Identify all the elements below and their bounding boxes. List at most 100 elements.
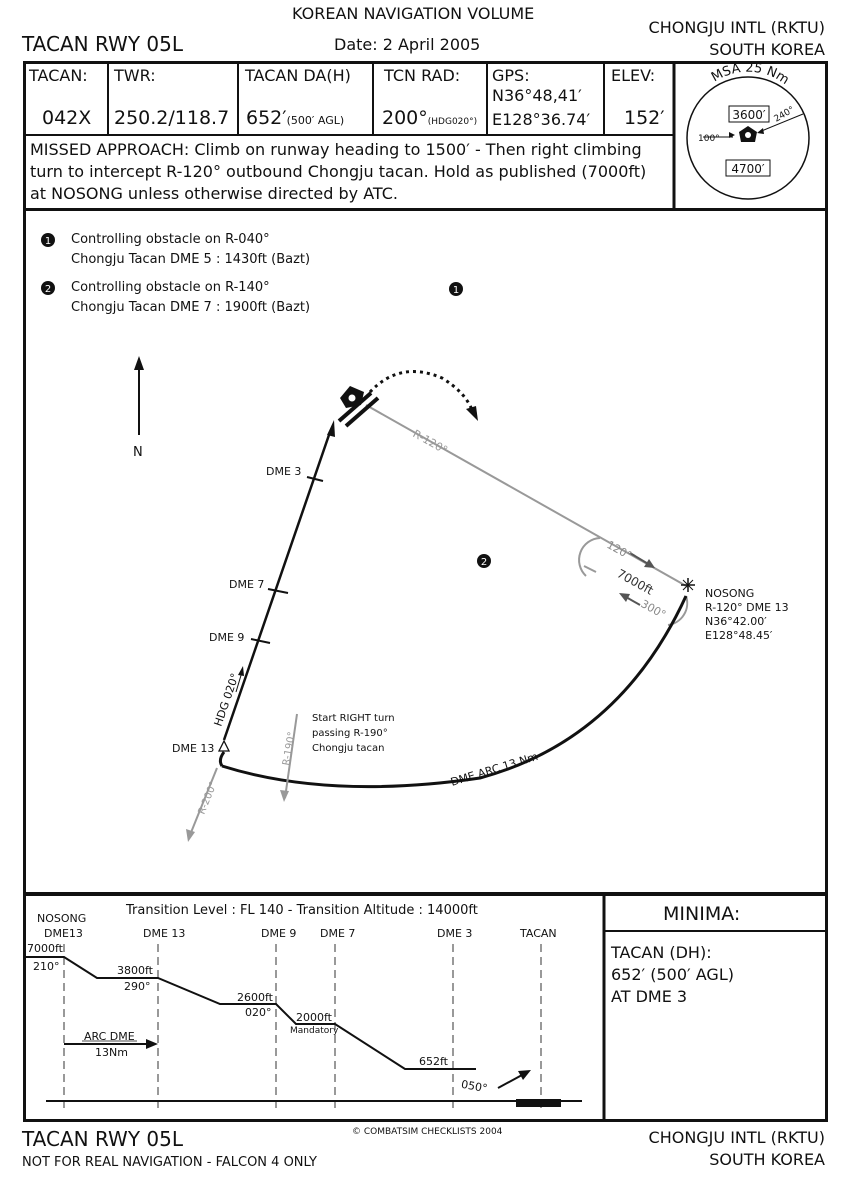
profile-arc-label: ARC DME xyxy=(84,1030,135,1043)
chart-date: Date: 2 April 2005 xyxy=(334,35,481,54)
dme-13-label: DME 13 xyxy=(172,742,214,755)
profile-mandatory: Mandatory xyxy=(290,1026,339,1036)
profile-arc-dist: 13Nm xyxy=(95,1046,128,1059)
footer-airport: CHONGJU INTL (RKTU) xyxy=(648,1128,825,1147)
obstacle-1-line-1: Controlling obstacle on R-040° xyxy=(71,232,270,247)
profile-fix-dme9: DME 9 xyxy=(261,927,297,940)
airport-runway-icon xyxy=(337,391,380,428)
footer-disclaimer: NOT FOR REAL NAVIGATION - FALCON 4 ONLY xyxy=(22,1155,317,1170)
turn-note-1: Start RIGHT turn xyxy=(312,713,395,724)
profile-fix-tacan: TACAN xyxy=(520,927,557,940)
rad-sub: (HDG020°) xyxy=(427,117,478,127)
svg-text:1: 1 xyxy=(45,236,51,247)
obstacle-2-line-2: Chongju Tacan DME 7 : 1900ft (Bazt) xyxy=(71,300,311,315)
nosong-radial: R-120° DME 13 xyxy=(705,601,789,614)
svg-text:2: 2 xyxy=(481,557,487,568)
radial-200-line xyxy=(189,767,218,836)
profile-crs-210: 210° xyxy=(33,960,60,973)
profile-crs-290: 290° xyxy=(124,980,151,993)
profile-fix-dme7: DME 7 xyxy=(320,927,356,940)
missed-approach-line-1: MISSED APPROACH: Climb on runway heading… xyxy=(30,140,642,159)
msa-bearing-left: 100° xyxy=(698,134,720,144)
profile-alt-3800: 3800ft xyxy=(117,964,153,977)
radial-190-line xyxy=(284,713,298,799)
transition-info: Transition Level : FL 140 - Transition A… xyxy=(126,903,478,918)
minima-title: MINIMA: xyxy=(663,903,741,925)
da-value: 652′ xyxy=(246,107,287,129)
minima-line-1: TACAN (DH): xyxy=(611,943,712,962)
missed-approach-arrow-icon xyxy=(466,406,478,421)
procedure-title: TACAN RWY 05L xyxy=(22,32,183,56)
obstacle-marker-2-icon: 2 xyxy=(41,281,55,295)
footer-copyright: © COMBATSIM CHECKLISTS 2004 xyxy=(352,1127,503,1137)
runway-bar-icon xyxy=(516,1099,561,1107)
minima-line-3: AT DME 3 xyxy=(611,987,688,1006)
country-name: SOUTH KOREA xyxy=(709,40,825,59)
tacan-label: TACAN: xyxy=(29,66,88,85)
north-label: N xyxy=(133,445,143,460)
profile-fix-dme13a: DME13 xyxy=(44,927,83,940)
obstacle-1-line-2: Chongju Tacan DME 5 : 1430ft (Bazt) xyxy=(71,252,311,267)
rad-value-group: 200°(HDG020°) xyxy=(382,107,477,129)
profile-drawing xyxy=(26,893,826,1120)
svg-text:2: 2 xyxy=(45,284,51,295)
descent-profile xyxy=(26,956,476,1070)
twr-label: TWR: xyxy=(114,66,156,85)
profile-alt-2600: 2600ft xyxy=(237,991,273,1004)
final-course-arrow-icon xyxy=(327,420,335,437)
dme-7-label: DME 7 xyxy=(229,578,264,591)
obstacle-2-map-icon: 2 xyxy=(477,554,491,568)
dme-arc-path xyxy=(221,595,688,789)
profile-box xyxy=(23,892,828,1122)
missed-approach-line-2: turn to intercept R-120° outbound Chongj… xyxy=(30,162,647,181)
dme-3-label: DME 3 xyxy=(266,465,301,478)
nosong-fix-icon xyxy=(681,578,695,592)
msa-alt-south: 4700′ xyxy=(731,162,765,176)
gps-label: GPS: xyxy=(492,66,530,85)
volume-title: KOREAN NAVIGATION VOLUME xyxy=(292,4,535,23)
twr-frequency: 250.2/118.7 xyxy=(114,107,230,129)
minima-line-2: 652′ (500′ AGL) xyxy=(611,965,734,984)
dme-9-label: DME 9 xyxy=(209,631,244,644)
da-sub: (500′ AGL) xyxy=(286,114,345,127)
turn-note-3: Chongju tacan xyxy=(312,743,384,754)
arc-dme-arrow-icon xyxy=(146,1039,158,1049)
obstacle-1-map-icon: 1 xyxy=(449,282,463,296)
rad-value: 200° xyxy=(382,107,428,129)
airport-name: CHONGJU INTL (RKTU) xyxy=(648,18,825,37)
profile-fix-nosong: NOSONG xyxy=(37,912,87,925)
profile-alt-7000: 7000ft xyxy=(27,942,63,955)
elev-label: ELEV: xyxy=(611,66,656,85)
da-value-group: 652′(500′ AGL) xyxy=(246,107,344,129)
missed-approach-path xyxy=(368,370,474,411)
gps-longitude: E128°36.74′ xyxy=(492,110,591,129)
nosong-name: NOSONG xyxy=(705,587,754,600)
info-grid xyxy=(24,62,676,210)
footer-procedure: TACAN RWY 05L xyxy=(22,1127,183,1151)
rad-label: TCN RAD: xyxy=(384,66,461,85)
final-approach-course xyxy=(222,431,332,741)
tacan-channel: 042X xyxy=(42,107,92,129)
profile-crs-020: 020° xyxy=(245,1006,272,1019)
profile-alt-652: 652ft xyxy=(419,1055,448,1068)
tacan-symbol-icon xyxy=(739,126,757,142)
da-label: TACAN DA(H) xyxy=(245,66,351,85)
nosong-lon: E128°48.45′ xyxy=(705,629,773,642)
obstacle-2-line-1: Controlling obstacle on R-140° xyxy=(71,280,270,295)
dme-13-triangle-icon xyxy=(217,739,231,752)
tacan-station-icon xyxy=(340,386,364,408)
missed-approach-line-3: at NOSONG unless otherwise directed by A… xyxy=(30,184,399,203)
profile-fix-dme3: DME 3 xyxy=(437,927,473,940)
turn-note-2: passing R-190° xyxy=(312,728,388,739)
gps-latitude: N36°48,41′ xyxy=(492,86,582,105)
plan-view-drawing: 1 2 1 2 N R-120° 120° 300° 7000ft xyxy=(41,233,789,842)
msa-alt-north: 3600′ xyxy=(732,108,766,122)
footer-country: SOUTH KOREA xyxy=(709,1150,825,1169)
elev-value: 152′ xyxy=(624,107,665,129)
obstacle-marker-1-icon: 1 xyxy=(41,233,55,247)
svg-text:1: 1 xyxy=(453,285,459,296)
msa-diagram: MSA 25 Nm 3600′ 4700′ 100° 240° xyxy=(686,62,810,200)
profile-fix-dme13b: DME 13 xyxy=(143,927,186,940)
profile-alt-2000: 2000ft xyxy=(296,1011,332,1024)
nosong-lat: N36°42.00′ xyxy=(705,615,767,628)
